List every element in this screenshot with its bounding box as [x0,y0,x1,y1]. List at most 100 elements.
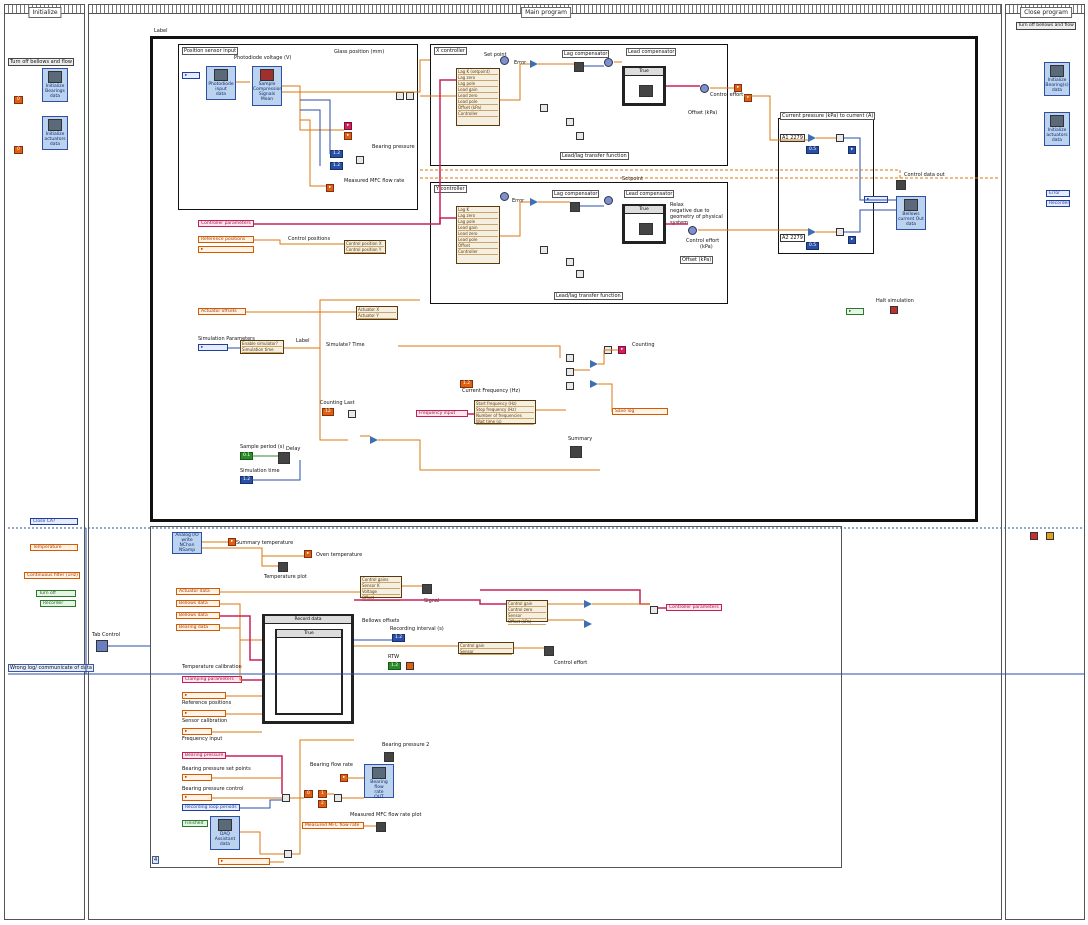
sim-params-ctrl[interactable]: ▸ [198,344,228,351]
left-temperature[interactable]: Temperature [30,544,78,551]
x-effort-node [700,84,709,93]
bl-cluster[interactable]: Control gains Sensor K Voltage Offset [360,576,402,598]
bl-ctrl-2[interactable]: Bellows data [176,612,220,619]
psi-out-2: ▸ [344,132,352,140]
left-recorder[interactable]: Recorder [40,600,76,607]
control-effort-cluster[interactable]: Control gain Sensor [458,642,514,654]
halt-sim-label: Halt simulation [876,298,914,304]
x-lead-case: True [622,66,666,106]
bl-ctrl-1[interactable]: Bellows data [176,600,220,607]
bellows-current-vi[interactable]: Bellows current Out data [896,196,926,230]
reference-pos-ctrl-2[interactable]: ▸ [198,246,254,253]
freq-cluster[interactable]: Start frequency (Hz) Stop frequency (Hz)… [474,400,536,424]
bl-right-cluster[interactable]: Control gain Control zero Sensor Offset … [506,600,548,622]
save-log-ctrl[interactable]: Save log [612,408,668,415]
analog-io-vi[interactable]: Analog I/O write NChan NSamp [172,532,202,554]
bl-side-ctrl-5[interactable]: Bearing pressure [182,752,226,759]
bl-side-label-4: Frequency input [182,736,222,742]
right-turn-off-label: Turn off bellows and flow [1016,22,1076,30]
right-error[interactable]: Error [1046,190,1070,197]
y-cluster[interactable]: Lag K Lag zero Lag pole Lead gain Lead z… [456,206,500,264]
current-n2: 0.5 [806,242,819,250]
main-program-frame-title: Main program [521,7,571,18]
x-cluster[interactable]: Lag K (setpoint) Lag zero Lag pole Lead … [456,68,500,126]
y-lead-label: Lead compensator [624,190,674,198]
vi-icon [1050,65,1064,77]
bf-const-3: 2 [318,800,327,808]
counting-last-label: Counting Last [320,400,355,406]
left-filter[interactable]: Continuous filter (1Hz) [24,572,80,579]
bl-finished-ctrl[interactable]: Finished [182,820,208,827]
right-init-actuators-vi[interactable]: Initialize actuators data [1044,112,1070,146]
bl-side-ctrl-6[interactable]: ▸ [182,774,212,781]
reference-pos-ctrl[interactable]: Reference positions [198,236,254,243]
y-lag-label: Lag compensator [552,190,599,198]
y-sum-node [500,192,509,201]
right-recorder[interactable]: Recorder [1046,200,1070,207]
rtw-node [406,662,414,670]
sim-params-box[interactable]: Enable simulator? Simulation time [240,340,284,354]
left-const-2: 0 [14,146,23,154]
bl-side-ctrl-1[interactable]: Clamping parameters [182,676,242,683]
psi-node-1 [396,92,404,100]
y-node-b [566,258,574,266]
sample-compression-vi[interactable]: Sample Compression Signals Mean [252,66,282,106]
bl-side-ctrl-7[interactable]: ▸ [182,794,212,801]
counting-label: Counting [632,342,655,348]
bf-node-1 [282,794,290,802]
right-init-bearings-vi[interactable]: Initialize Bearing(s) data [1044,62,1070,96]
simulation-time-ctrl[interactable]: 1.2 [240,476,253,484]
y-setpoint-label: Setpoint [622,176,643,182]
main-loop-label: Label [154,28,168,34]
recording-interval-ctrl[interactable]: 1.2 [392,634,405,642]
current-out-1: ▸ [848,146,856,154]
bellows-input[interactable]: ▸ [864,196,888,203]
signal-label: Signal [424,598,439,604]
control-positions-box[interactable]: Control position X Control position Y [344,240,386,254]
bf-const-1: 0 [304,790,313,798]
bl-ctrl-0[interactable]: Actuator data [176,588,220,595]
bl-side-ctrl-3[interactable]: ▸ [182,710,226,717]
halt-sim-ctrl[interactable]: ▸ [846,308,864,315]
daq-out-ctrl[interactable]: ▸ [218,858,270,865]
bearing-flow-vi[interactable]: Bearing flow rate OUT [364,764,394,798]
bearing-flow-rate-indicator: ▸ [340,774,348,782]
left-close-ca[interactable]: Close CA? [30,518,78,525]
bl-side-ctrl-4[interactable]: ▸ [182,728,212,735]
bl-side-label-3: Sensor calibration [182,718,227,724]
left-turn-off-label: Turn off bellows and flow [8,58,74,66]
wire-label: Wrong log/ communicate of data [8,664,94,672]
sample-period-ctrl[interactable]: 0.1 [240,452,253,460]
oven-temp-label: Oven temperature [316,552,362,558]
freq-node-3 [566,382,574,390]
photodiode-input-vi[interactable]: Photodiode input data [206,66,236,100]
x-control-effort: Control effort [710,92,743,98]
freq-input-ctrl[interactable]: Frequency input [416,410,468,417]
psi-input-ctrl[interactable]: ▸ [182,72,200,79]
psi-node-2 [406,92,414,100]
actuator-offsets-ctrl[interactable]: Actuator offsets [198,308,246,315]
init-bearings-vi[interactable]: Initialize Bearings data [42,68,68,102]
actuator-offsets-box[interactable]: Actuator X Actuator Y [356,306,398,320]
vi-icon [260,69,274,81]
sample-period-label: Sample period (s) [240,444,284,450]
daq-assistant-vi[interactable]: DAQ Assistant data [210,816,240,850]
measured-mfc-ctrl[interactable]: Measured MFC flow rate [302,822,364,829]
tab-control-icon[interactable] [96,640,108,652]
current-freq-indicator: 1.2 [460,380,473,388]
temperature-plot [278,562,288,572]
bl-side-ctrl-8[interactable]: Recording loop periods [182,804,240,811]
bl-ctrl-3[interactable]: Bearing data [176,624,220,631]
halt-sim-button[interactable] [890,306,898,314]
current-v1: A1 2279 [780,134,805,142]
init-actuators-vi[interactable]: Initialize actuators data [42,116,68,150]
psi-glass-label: Glass position (mm) [334,49,384,55]
left-turn-off[interactable]: Turn off [36,590,76,597]
bl-gain-1 [584,600,592,608]
bl-side-ctrl-2[interactable]: ▸ [182,692,226,699]
control-data-out-label: Control data out [904,172,945,178]
controller-params-ctrl[interactable]: Controller parameters [198,220,254,227]
bf-node-2 [334,794,342,802]
vi-icon [214,69,228,81]
write-controller-ctrl[interactable]: Controller parameters [666,604,722,611]
